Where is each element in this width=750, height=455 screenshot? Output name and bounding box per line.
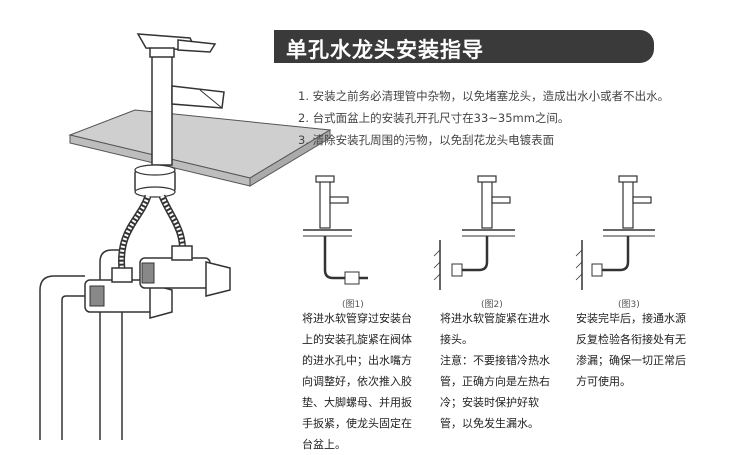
figure-1-drawing bbox=[303, 175, 368, 285]
figure-3-label: (图3) bbox=[618, 300, 640, 310]
faucet-spout bbox=[171, 85, 225, 109]
supply-pipe-right bbox=[99, 249, 120, 440]
figure-3-drawing bbox=[575, 175, 655, 290]
figure-2-label: (图2) bbox=[481, 300, 503, 310]
faucet-handle bbox=[177, 39, 217, 53]
step-2: 2. 台式面盆上的安装孔开孔尺寸在33~35mm之间。 bbox=[298, 111, 570, 125]
figure-2-description: 将进水软管旋紧在进水接头。 bbox=[440, 312, 550, 346]
page-title: 单孔水龙头安装指导 bbox=[286, 38, 484, 62]
figure-2-drawing bbox=[433, 175, 515, 290]
figure-3-description: 安装完毕后，接通水源反复检验各衔接处有无渗漏；确保一切正常后方可使用。 bbox=[576, 312, 686, 388]
supply-pipe-left bbox=[39, 275, 85, 440]
step-1: 1. 安装之前务必清理管中杂物，以免堵塞龙头，造成出水小或者不出水。 bbox=[298, 89, 670, 103]
figure-1-label: (图1) bbox=[342, 300, 364, 310]
figure-1-description: 将进水软管穿过安装台上的安装孔旋紧在阀体的进水孔中；出水嘴方向调整好，依次推入胶… bbox=[302, 312, 412, 451]
title-banner bbox=[274, 30, 654, 63]
figure-2-note: 注意：不要接错冷热水管，正确方向是左热右冷；安装时保护好软管，以免发生漏水。 bbox=[440, 354, 550, 430]
step-3: 3. 清除安装孔周围的污物，以免刮花龙头电镀表面 bbox=[298, 133, 555, 147]
countertop-side bbox=[249, 129, 331, 187]
faucet-body bbox=[151, 54, 173, 166]
